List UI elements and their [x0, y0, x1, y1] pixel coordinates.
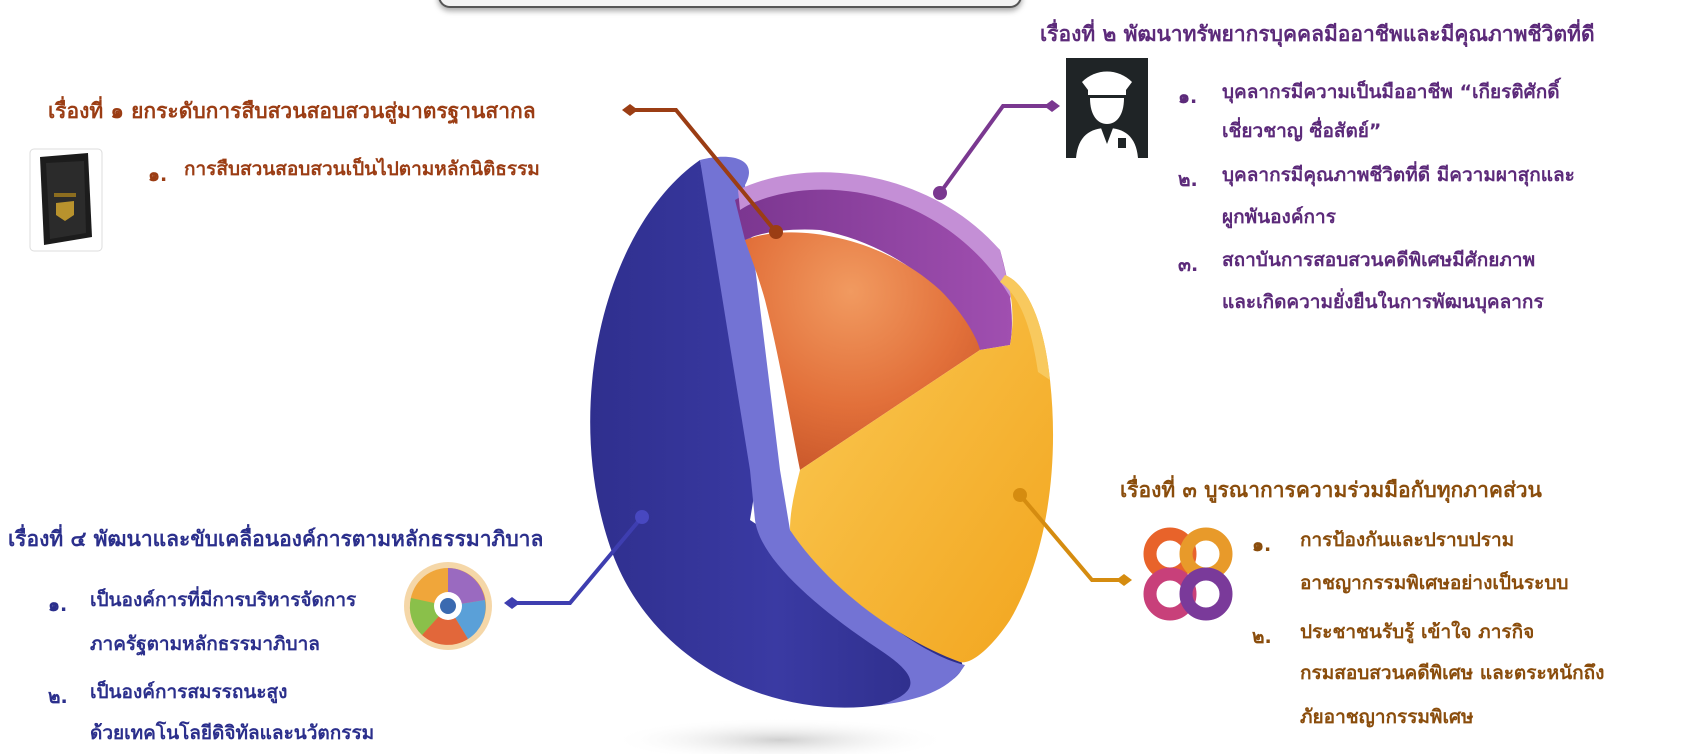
topic-2-item-3-number: ๓. — [1178, 254, 1199, 276]
topic-1-item-1-number: ๑. — [148, 164, 168, 186]
connector-topic-1 — [622, 104, 783, 239]
topic-2-item-1-line-2: เชี่ยวชาญ ซื่อสัตย์” — [1222, 120, 1382, 142]
topic-3-item-1-line-1: การป้องกันและปราบปราม — [1300, 529, 1515, 551]
badge-wallet-icon — [26, 145, 106, 255]
topic-2-item-1-number: ๑. — [1178, 86, 1198, 108]
topic-4-item-2-line-2: ด้วยเทคโนโลยีดิจิทัลและนวัตกรรม — [90, 722, 375, 744]
topic-4-item-1-line-2: ภาครัฐตามหลักธรรมาภิบาล — [90, 633, 320, 655]
topic-4-item-2-line-1: เป็นองค์การสมรรถนะสูง — [90, 681, 288, 703]
topic-3-item-2-line-1: ประชาชนรับรู้ เข้าใจ ภารกิจ — [1300, 621, 1535, 643]
topic-3-item-2-line-2: กรมสอบสวนคดีพิเศษ และตระหนักถึง — [1300, 662, 1605, 684]
topic-2-heading: เรื่องที่ ๒ พัฒนาทรัพยากรบุคคลมีออาชีพแล… — [1040, 22, 1595, 46]
topic-4-item-1-number: ๑. — [48, 594, 68, 616]
officer-icon — [1066, 58, 1148, 158]
topic-3-item-1-line-2: อาชญากรรมพิเศษอย่างเป็นระบบ — [1300, 572, 1569, 594]
topic-3-heading: เรื่องที่ ๓ บูรณาการความร่วมมือกับทุกภาค… — [1120, 478, 1542, 502]
purple-band-top — [738, 172, 1012, 300]
topic-2-item-2-line-1: บุคลากรมีคุณภาพชีวิตที่ดี มีความผาสุกและ — [1222, 164, 1575, 186]
shell-rim — [700, 156, 965, 705]
topic-3-item-2-line-3: ภัยอาชญากรรมพิเศษ — [1300, 706, 1474, 728]
topic-1-item-1-line-1: การสืบสวนสอบสวนเป็นไปตามหลักนิติธรรม — [184, 158, 540, 180]
connector-topic-3 — [1013, 488, 1132, 586]
topic-2-item-2-line-2: ผูกพันองค์การ — [1222, 206, 1336, 228]
topic-2-item-2-number: ๒. — [1178, 169, 1198, 191]
topic-1-heading: เรื่องที่ ๑ ยกระดับการสืบสวนสอบสวนสู่มาต… — [48, 99, 536, 123]
yellow-wedge-edge — [1000, 275, 1050, 380]
cooperation-knot-icon — [1140, 522, 1236, 628]
connector-topic-2 — [933, 100, 1060, 200]
topic-3-item-2-number: ๒. — [1252, 626, 1272, 648]
governance-wheel-icon — [402, 560, 494, 652]
topic-3-item-1-number: ๑. — [1252, 534, 1272, 556]
topic-2-item-1-line-1: บุคลากรมีความเป็นมืออาชีพ “เกียรติศักดิ์ — [1222, 81, 1560, 103]
sphere-shadow — [610, 718, 950, 754]
yellow-wedge — [790, 275, 1054, 663]
topic-4-heading: เรื่องที่ ๔ พัฒนาและขับเคลื่อนองค์การตาม… — [8, 527, 544, 551]
topic-2-item-3-line-2: และเกิดความยั่งยืนในการพัฒนบุคลากร — [1222, 291, 1544, 313]
outer-shell — [590, 160, 963, 708]
orange-core — [745, 232, 980, 470]
connector-topic-4 — [504, 510, 649, 609]
topic-4-item-2-number: ๒. — [48, 686, 68, 708]
topic-2-item-3-line-1: สถาบันการสอบสวนคดีพิเศษมีศักยภาพ — [1222, 249, 1536, 271]
topic-4-item-1-line-1: เป็นองค์การที่มีการบริหารจัดการ — [90, 589, 357, 611]
